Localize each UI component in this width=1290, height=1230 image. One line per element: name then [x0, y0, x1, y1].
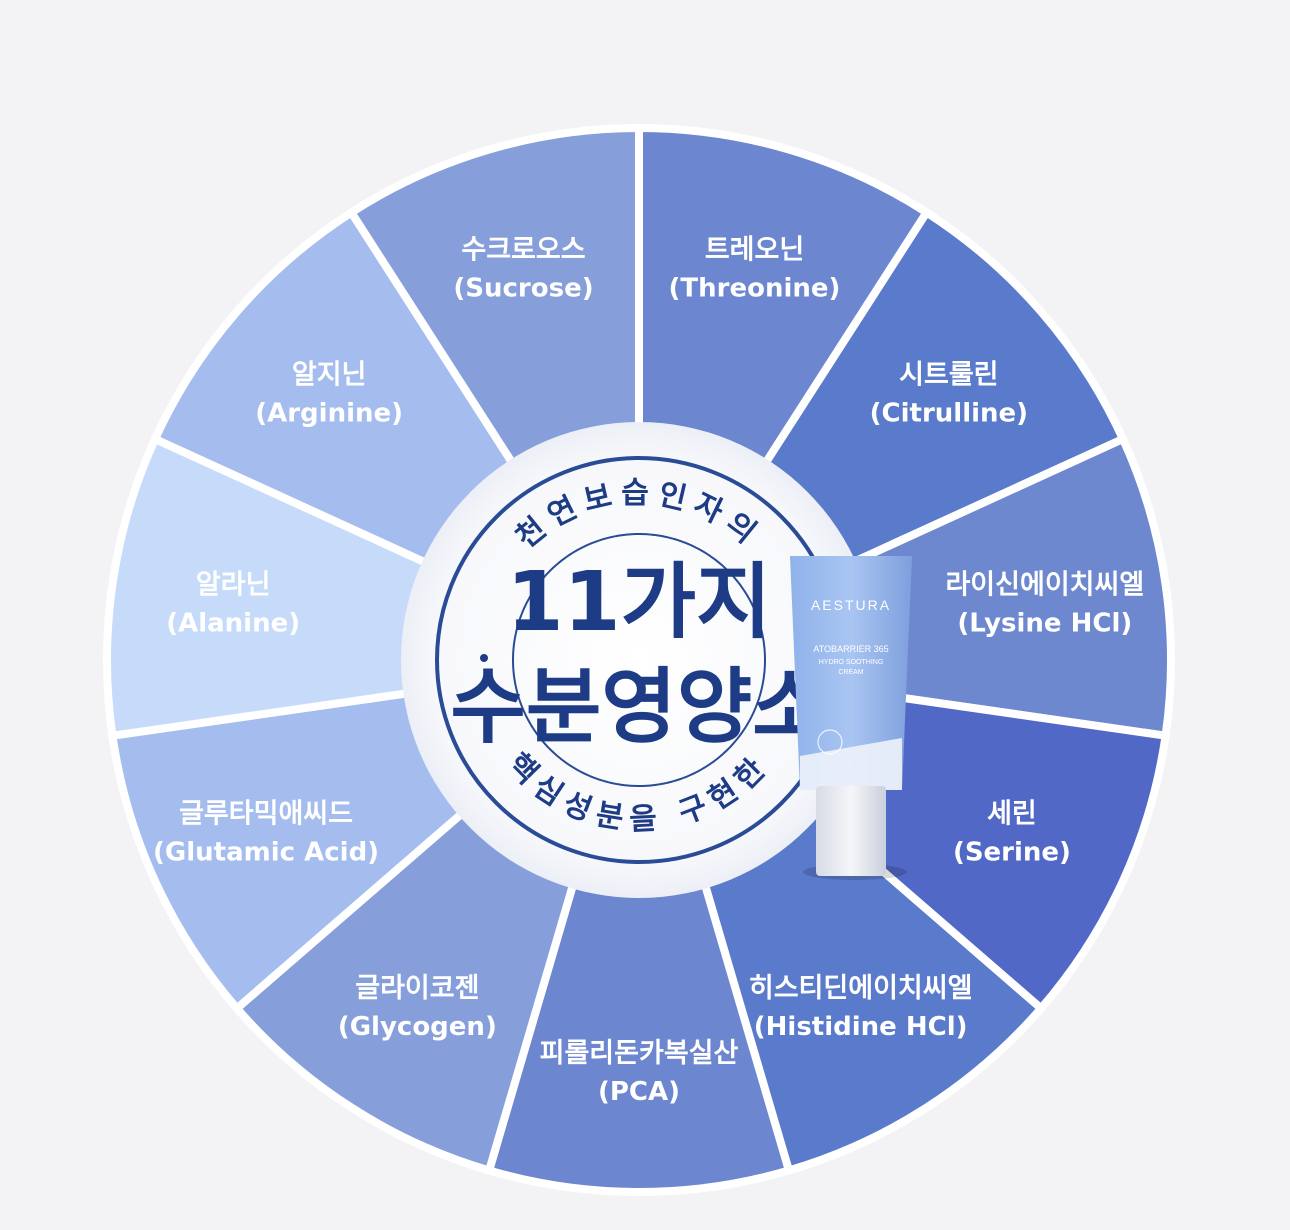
segment-label-english: (Arginine): [255, 399, 403, 429]
segment-label-korean: 알지닌: [292, 360, 367, 391]
segment-label-korean: 글라이코젠: [355, 973, 479, 1004]
segment-label: 알라닌 (Alanine): [166, 570, 300, 639]
segment-label-english: (Glycogen): [338, 1012, 497, 1042]
segment-label: 라이신에이치씨엘 (Lysine HCl): [945, 570, 1144, 639]
segment-label-korean: 글루타믹애씨드: [179, 798, 353, 829]
segment-label: 시트룰린 (Citrulline): [870, 360, 1028, 429]
tube-cap: [816, 786, 886, 876]
segment-label: 세린 (Serine): [953, 798, 1071, 867]
segment-label-korean: 라이신에이치씨엘: [945, 570, 1144, 601]
stamp-dot: [480, 654, 488, 662]
segment-label-english: (Lysine HCl): [957, 609, 1132, 639]
segment-labels: 트레오닌 (Threonine) 시트룰린 (Citrulline) 라이신에이치씨엘 (…: [153, 235, 1144, 1107]
segment-label: 알지닌 (Arginine): [255, 360, 403, 429]
segment-label: 피롤리돈카복실산 (PCA): [540, 1038, 739, 1107]
tube-brand: AESTURA: [811, 597, 891, 613]
tube-name: ATOBARRIER 365: [813, 644, 888, 654]
segment-label: 히스티딘에이치씨엘 (Histidine HCl): [749, 973, 973, 1042]
tube-sub2: CREAM: [838, 669, 863, 676]
center-stamp: 천연보습인자의 핵심성분을 구현한 11가지 수분영양소: [401, 422, 877, 898]
segment-label-english: (Threonine): [669, 274, 841, 304]
segment-label-english: (Histidine HCl): [754, 1012, 968, 1042]
segment-label-korean: 세린: [987, 798, 1037, 829]
tube-body: [790, 556, 912, 790]
tube-sub1: HYDRO SOOTHING: [819, 659, 884, 666]
segment-label-korean: 수크로오스: [461, 235, 585, 266]
tube-emblem: [817, 729, 843, 755]
segment-label-korean: 알라닌: [196, 570, 271, 601]
segment-label-korean: 피롤리돈카복실산: [540, 1038, 739, 1069]
stamp-big-line1: 11가지: [507, 555, 772, 650]
segment-label: 수크로오스 (Sucrose): [453, 235, 593, 304]
segment-label: 글라이코젠 (Glycogen): [338, 973, 497, 1042]
segment-label-korean: 히스티딘에이치씨엘: [749, 973, 973, 1004]
product-tube: AESTURA ATOBARRIER 365 HYDRO SOOTHING CR…: [790, 556, 912, 880]
hub-disc: [401, 422, 877, 898]
segment-label-korean: 시트룰린: [899, 360, 998, 391]
segment-label-english: (Sucrose): [453, 274, 593, 304]
stamp-inner-ring: [512, 533, 766, 787]
segment-label: 트레오닌 (Threonine): [669, 235, 841, 304]
segment-label-english: (Serine): [953, 837, 1071, 867]
stamp-big-line2: 수분영양소: [450, 660, 827, 755]
segment-label-korean: 트레오닌: [705, 235, 804, 266]
segment-label-english: (Glutamic Acid): [153, 837, 379, 867]
segment-label-english: (Citrulline): [870, 399, 1028, 429]
segment-label-english: (Alanine): [166, 609, 300, 639]
segment-label: 글루타믹애씨드 (Glutamic Acid): [153, 798, 379, 867]
segment-label-english: (PCA): [598, 1077, 680, 1107]
